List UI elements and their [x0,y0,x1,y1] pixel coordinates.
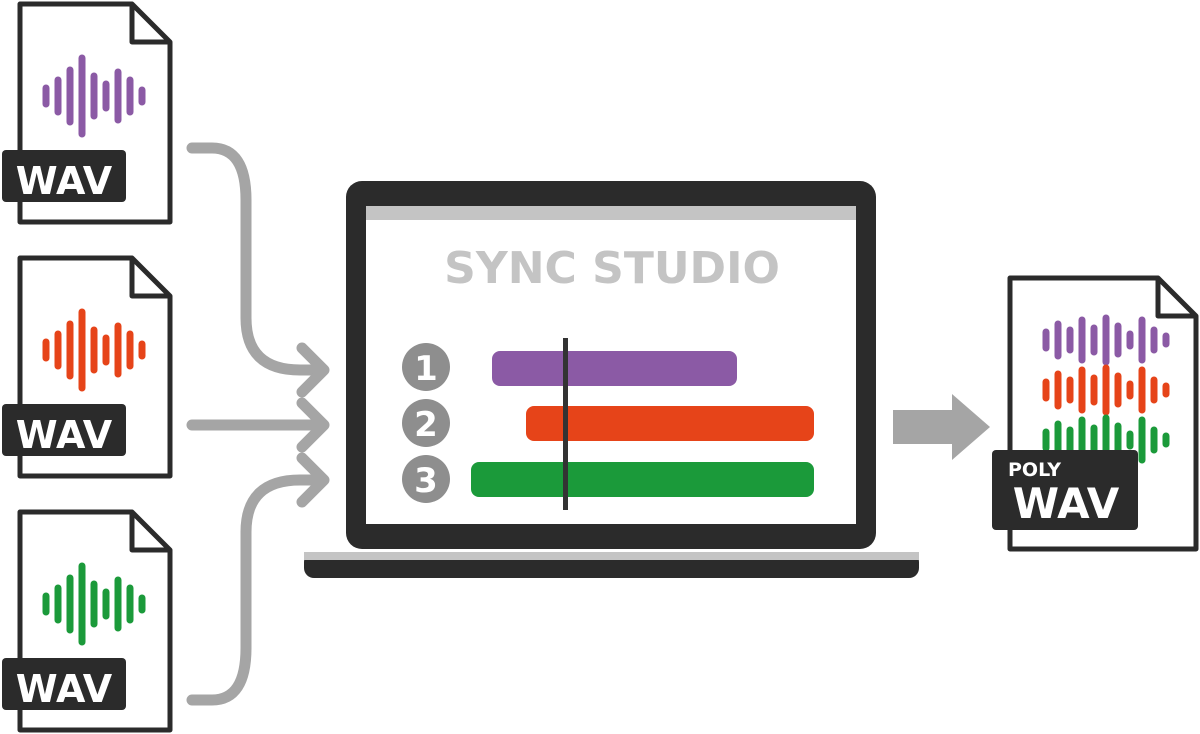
svg-text:1: 1 [414,349,438,389]
waveform-icon [42,562,146,646]
svg-text:2: 2 [414,405,438,445]
file-type-label: WAV [16,413,113,457]
sync-playhead [563,338,568,510]
file-label-badge [2,404,126,456]
file-label-badge [992,450,1138,530]
file-type-label: WAV [16,159,113,203]
app-title: SYNC STUDIO [444,243,780,294]
track-3-bar [471,462,814,497]
laptop-base-edge [304,552,919,560]
waveform-icon [42,54,146,138]
waveform-icon [42,308,146,392]
track-2-bar [526,406,814,441]
laptop: SYNC STUDIO 1 2 3 [304,181,919,578]
file-label-badge [2,658,126,710]
wav-file-1: WAV [2,1,173,225]
svg-text:3: 3 [414,461,438,501]
wav-file-3: WAV [2,509,173,733]
file-type-label: WAV [1013,479,1120,528]
screen-title-bar [366,206,856,220]
file-type-label: WAV [16,667,113,711]
poly-wav-file: POLY WAV [992,275,1199,552]
track-2-number: 2 [402,399,450,447]
waveform-icon [1042,314,1170,366]
poly-label: POLY [1008,459,1061,481]
input-arrows [186,142,330,706]
file-label-badge [2,150,126,202]
output-arrow [893,394,990,460]
waveform-icon [1042,364,1170,416]
track-3-number: 3 [402,455,450,503]
arrow-bottom [186,474,326,706]
track-1-bar [492,351,737,386]
track-1-number: 1 [402,343,450,391]
wav-file-2: WAV [2,255,173,479]
arrow-top [186,142,326,376]
